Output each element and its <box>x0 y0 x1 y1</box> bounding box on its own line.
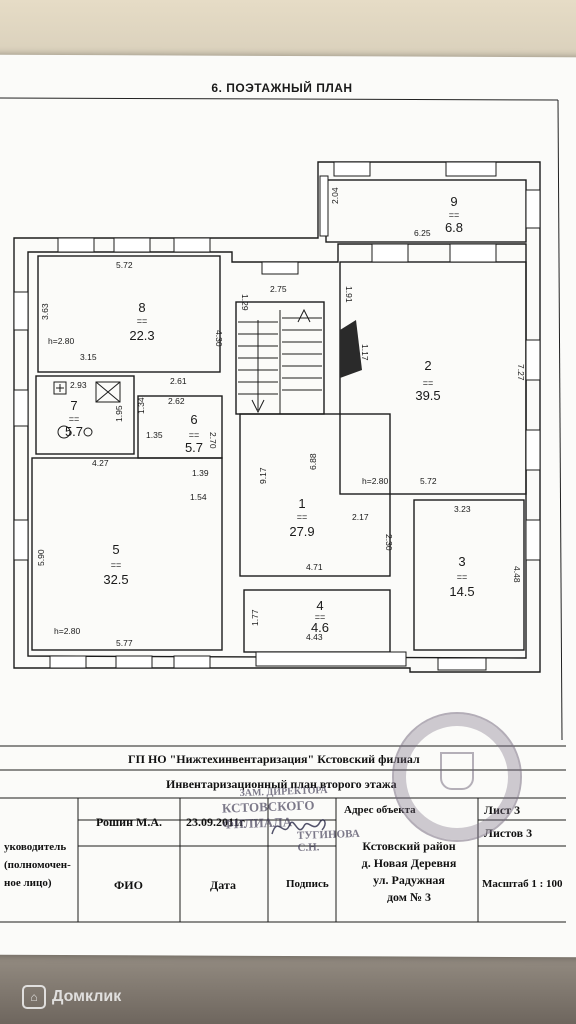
dim: 1.34 <box>136 397 146 414</box>
dim: 2.61 <box>170 376 187 386</box>
dim: 1.39 <box>192 468 209 478</box>
object-label: Адрес объекта <box>344 804 416 816</box>
dim: 5.90 <box>36 549 46 566</box>
dim: 1.77 <box>250 609 260 626</box>
dim: 5.72 <box>116 260 133 270</box>
dim: 1.29 <box>240 294 250 311</box>
room-5-area: 32.5 <box>103 572 128 587</box>
dim: 2.62 <box>168 396 185 406</box>
dim: 2.17 <box>352 512 369 522</box>
dim: 2.70 <box>208 432 218 449</box>
room-7-outline <box>35 375 135 455</box>
dim: 2.04 <box>330 187 340 204</box>
room-8-outline <box>37 255 221 373</box>
room-8-number: 8 <box>138 300 145 315</box>
fixtures <box>53 381 121 439</box>
object-address: Кстовский район д. Новая Деревня ул. Рад… <box>361 839 457 904</box>
room-6-number: 6 <box>190 412 197 427</box>
seal-emblem-icon <box>440 752 474 790</box>
svg-text:==: == <box>297 512 308 522</box>
dim: 2.93 <box>70 380 87 390</box>
dim: 4.48 <box>512 566 522 583</box>
room-3-outline <box>413 499 525 651</box>
dimension-labels: 5.72 3.63 h=2.80 3.15 4.30 1.29 2.75 1.9… <box>36 187 526 648</box>
dim: 5.72 <box>420 476 437 486</box>
dim: 2.30 <box>384 534 394 551</box>
dim: 3.23 <box>454 504 471 514</box>
staircase <box>238 308 322 414</box>
sheets-total: Листов 3 <box>484 826 533 840</box>
room-8-area: 22.3 <box>129 328 154 343</box>
plan-title: Инвентаризационный план второго этажа <box>166 777 397 791</box>
watermark-text: Домклик <box>52 988 122 1005</box>
dim: h=2.80 <box>54 626 81 636</box>
dim: 4.27 <box>92 458 109 468</box>
home-icon: ⌂ <box>22 985 46 1009</box>
frame-right <box>557 99 563 741</box>
executor-role: уководитель (полномочен- ное лицо) <box>4 841 71 889</box>
room-6-area: 5.7 <box>185 440 203 455</box>
title-rule <box>0 97 559 101</box>
svg-text:==: == <box>137 316 148 326</box>
fio-label: ФИО <box>114 878 143 892</box>
dim: 6.25 <box>414 228 431 238</box>
scale: Масштаб 1 : 100 <box>482 878 563 890</box>
date-label: Дата <box>210 878 236 892</box>
svg-text:==: == <box>423 378 434 388</box>
dim: h=2.80 <box>362 476 389 486</box>
svg-text:==: == <box>189 430 200 440</box>
svg-text:==: == <box>449 210 460 220</box>
room-4-number: 4 <box>316 598 323 613</box>
dim: 1.95 <box>114 405 124 422</box>
room-3-area: 14.5 <box>449 584 474 599</box>
dim: 4.71 <box>306 562 323 572</box>
dim: h=2.80 <box>48 336 75 346</box>
room-7-area: 5.7 <box>65 424 83 439</box>
room-4-area: 4.6 <box>311 620 329 635</box>
dim: 4.43 <box>306 632 323 642</box>
sheet-title: 6. ПОЭТАЖНЫЙ ПЛАН <box>211 80 352 95</box>
org-name: ГП НО "Нижтехинвентаризация" Кстовский ф… <box>128 752 420 766</box>
room-2-area: 39.5 <box>415 388 440 403</box>
dim: 6.88 <box>308 453 318 470</box>
round-seal <box>392 712 522 842</box>
room-1-number: 1 <box>298 496 305 511</box>
signature <box>271 819 326 835</box>
area-markers: == == == == == == == == == <box>69 210 468 622</box>
dim: 1.54 <box>190 492 207 502</box>
dim: 3.63 <box>40 303 50 320</box>
windows <box>13 161 541 671</box>
dim: 9.17 <box>258 467 268 484</box>
dim: 1.91 <box>344 286 354 303</box>
svg-text:==: == <box>315 612 326 622</box>
chimney <box>340 320 362 378</box>
dim: 2.75 <box>270 284 287 294</box>
room-5-number: 5 <box>112 542 119 557</box>
room-9-area: 6.8 <box>445 220 463 235</box>
room-1-area: 27.9 <box>289 524 314 539</box>
room-1-outline <box>239 413 391 577</box>
room-7-number: 7 <box>70 398 77 413</box>
svg-text:==: == <box>457 572 468 582</box>
dim: 1.17 <box>360 344 370 361</box>
svg-text:==: == <box>69 414 80 424</box>
room-9-number: 9 <box>450 194 457 209</box>
room-5-outline <box>31 457 223 651</box>
executor-date: 23.09.2011г <box>186 815 245 829</box>
room-2-number: 2 <box>424 358 431 373</box>
sign-label: Подпись <box>286 878 329 890</box>
room-3-number: 3 <box>458 554 465 569</box>
dim: 1.35 <box>146 430 163 440</box>
executor-name: Рошин М.А. <box>96 815 162 829</box>
floor-plan: 6. ПОЭТАЖНЫЙ ПЛАН <box>0 80 566 923</box>
dim: 5.77 <box>116 638 133 648</box>
dim: 3.15 <box>80 352 97 362</box>
svg-text:==: == <box>111 560 122 570</box>
dim: 7.27 <box>516 364 526 381</box>
room-labels: 1 27.9 2 39.5 3 14.5 4 4.6 5 32.5 6 5.7 … <box>65 194 475 635</box>
dim: 4.30 <box>214 330 224 347</box>
watermark: ⌂ Домклик <box>22 984 121 1010</box>
